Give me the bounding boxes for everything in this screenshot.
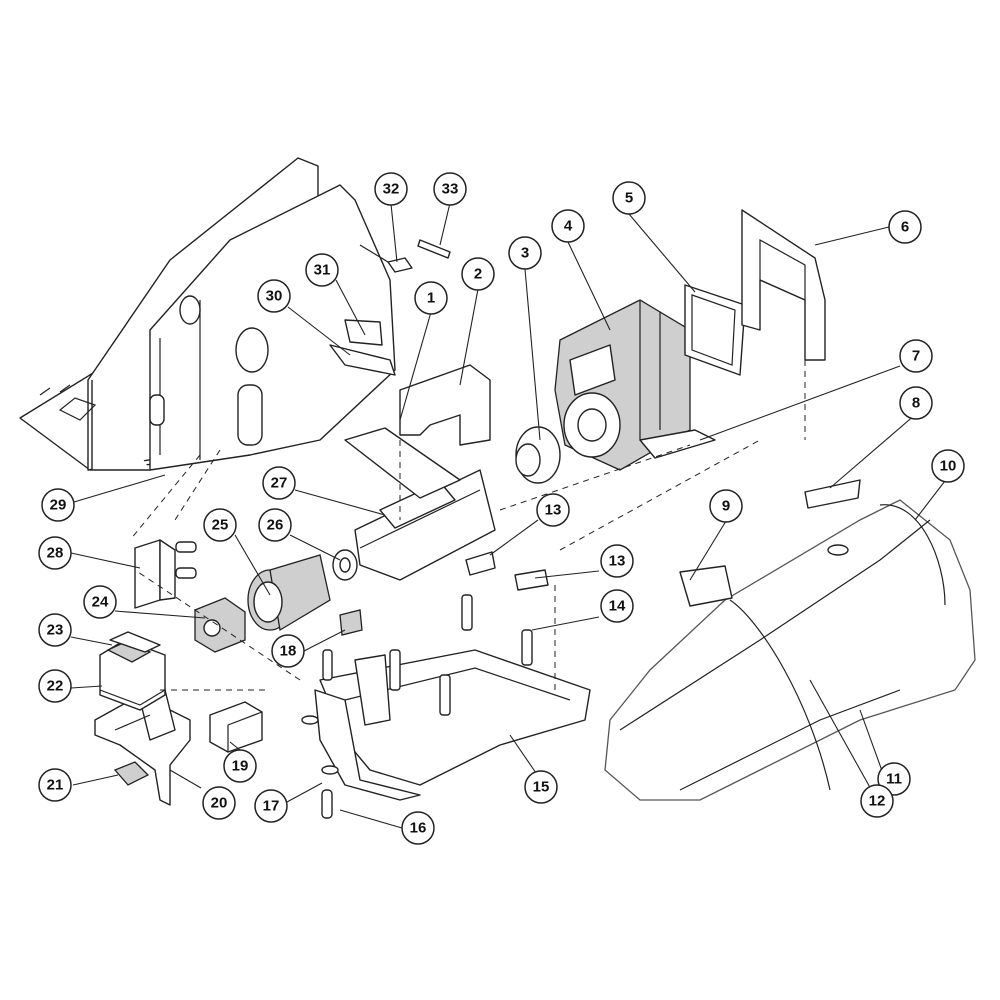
callout-label: 14 <box>609 598 626 615</box>
callout-label: 9 <box>722 498 730 515</box>
callout-17: 17 <box>254 789 288 823</box>
callout-26: 26 <box>258 508 292 542</box>
cover-2 <box>399 364 491 446</box>
callout-6: 6 <box>888 210 922 244</box>
pin-hardware-33 <box>417 239 451 259</box>
callout-8: 8 <box>899 386 933 420</box>
callout-label: 22 <box>47 678 64 695</box>
shield-1 <box>344 427 461 499</box>
fan-guard-6 <box>741 209 826 361</box>
callout-7: 7 <box>899 339 933 373</box>
callout-label: 25 <box>212 517 229 534</box>
callout-25: 25 <box>203 508 237 542</box>
battery-clamp <box>109 631 161 653</box>
battery <box>99 639 166 711</box>
pin-16 <box>321 649 333 819</box>
callout-label: 8 <box>912 395 920 412</box>
callout-10: 10 <box>931 449 965 483</box>
callout-label: 20 <box>211 795 228 812</box>
callout-label: 24 <box>92 594 109 611</box>
callout-label: 31 <box>314 262 331 279</box>
callout-label: 26 <box>267 517 284 534</box>
callout-28: 28 <box>38 536 72 570</box>
callout-label: 19 <box>232 758 249 775</box>
hood-11 <box>604 499 976 801</box>
callout-23: 23 <box>38 613 72 647</box>
callout-19: 19 <box>223 749 257 783</box>
callout-label: 5 <box>625 190 633 207</box>
callout-15: 15 <box>524 770 558 804</box>
isolator-mounts <box>389 551 549 716</box>
callout-label: 33 <box>442 181 459 198</box>
radiator-gasket-5 <box>684 284 746 376</box>
callout-16: 16 <box>401 811 435 845</box>
callout-label: 27 <box>271 475 288 492</box>
engine-4 <box>554 299 691 471</box>
callout-1: 1 <box>414 281 448 315</box>
callout-label: 6 <box>901 219 909 236</box>
assembly-lines <box>129 360 806 691</box>
callout-label: 30 <box>266 288 283 305</box>
filter-box-19 <box>209 701 263 753</box>
washer-17 <box>301 715 339 775</box>
callout-24: 24 <box>83 585 117 619</box>
callout-label: 12 <box>869 793 886 810</box>
callout-18: 18 <box>271 634 305 668</box>
callout-label: 7 <box>912 348 920 365</box>
leader-lines <box>70 202 949 829</box>
fan-pulley-3 <box>515 426 561 484</box>
callout-31: 31 <box>305 253 339 287</box>
callout-label: 15 <box>533 779 550 796</box>
bracket-28 <box>134 539 197 609</box>
bracket-hardware-32 <box>359 244 413 273</box>
callout-label: 18 <box>280 643 297 660</box>
switch-18 <box>339 609 363 636</box>
coupling-26 <box>332 549 358 581</box>
callout-27: 27 <box>262 466 296 500</box>
callout-label: 3 <box>521 245 529 262</box>
engine-mount-7 <box>639 429 716 459</box>
latch-9 <box>679 565 733 607</box>
callout-33: 33 <box>433 172 467 206</box>
callout-13a: 13 <box>536 493 570 527</box>
callout-32: 32 <box>374 172 408 206</box>
callout-29: 29 <box>41 488 75 522</box>
callout-label: 13 <box>545 502 562 519</box>
callout-label: 16 <box>410 820 427 837</box>
callout-3: 3 <box>508 236 542 270</box>
callout-4: 4 <box>551 209 585 243</box>
callout-label: 10 <box>940 458 957 475</box>
callout-label: 21 <box>47 777 64 794</box>
relay-21 <box>113 761 150 786</box>
callout-label: 23 <box>47 622 64 639</box>
callout-20: 20 <box>202 786 236 820</box>
callout-label: 32 <box>383 181 400 198</box>
frame-chassis <box>19 157 396 471</box>
callout-label: 29 <box>50 497 67 514</box>
latch-plate-8 <box>804 479 861 509</box>
callout-21: 21 <box>38 768 72 802</box>
callout-5: 5 <box>612 181 646 215</box>
callout-label: 11 <box>886 771 902 788</box>
callout-13b: 13 <box>600 544 634 578</box>
callout-label: 28 <box>47 545 64 562</box>
handle-10 <box>879 504 946 606</box>
bracket-15b <box>354 654 391 726</box>
callout-label: 1 <box>427 290 435 307</box>
callout-12: 12 <box>860 784 894 818</box>
callout-2: 2 <box>461 257 495 291</box>
callout-22: 22 <box>38 669 72 703</box>
callout-label: 2 <box>474 266 482 283</box>
callout-14: 14 <box>600 589 634 623</box>
callout-label: 17 <box>263 798 280 815</box>
callout-label: 13 <box>609 553 626 570</box>
callout-9: 9 <box>709 489 743 523</box>
callout-label: 4 <box>564 218 573 235</box>
hydraulic-pump-24 <box>194 597 246 653</box>
alternator-25 <box>247 554 331 632</box>
callout-30: 30 <box>257 279 291 313</box>
